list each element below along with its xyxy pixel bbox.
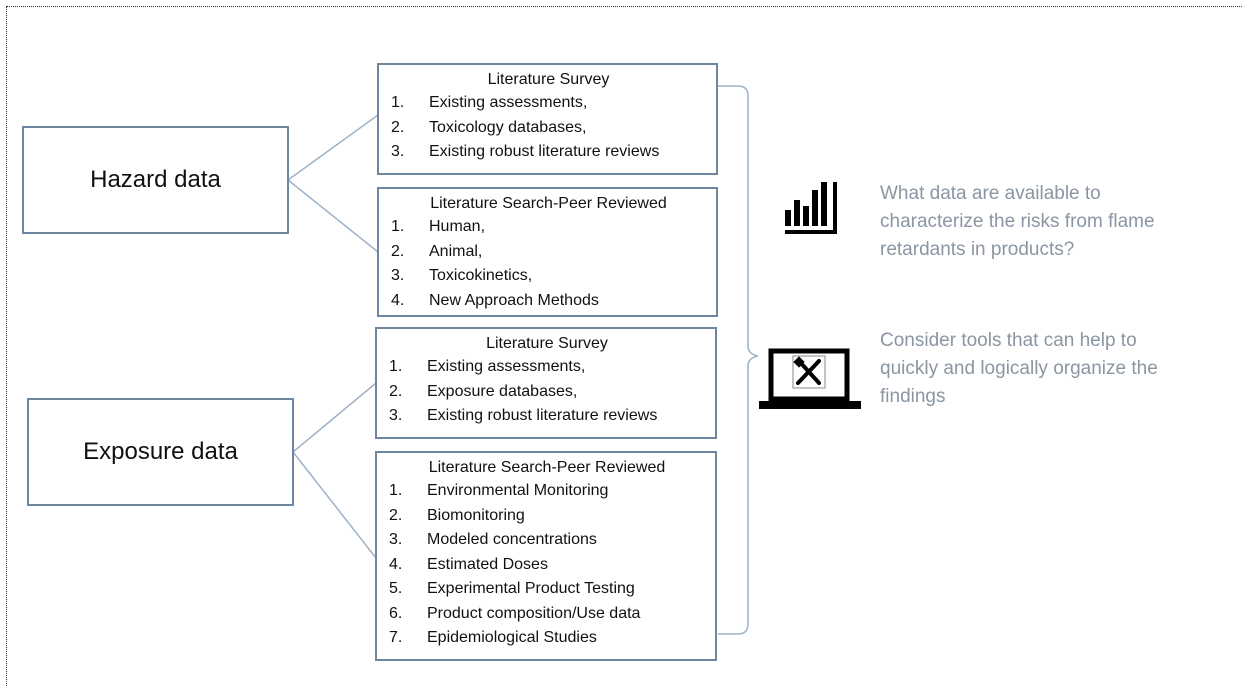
list-item: 1. Environmental Monitoring <box>389 479 705 504</box>
list-item: 2. Toxicology databases, <box>391 116 706 141</box>
exposure-data-label: Exposure data <box>83 438 238 465</box>
list-item-number: 2. <box>391 242 405 260</box>
list-item: 2. Exposure databases, <box>389 380 705 405</box>
list-item-text: Animal, <box>429 242 483 260</box>
list-item: 3. Modeled concentrations <box>389 528 705 553</box>
list-item-number: 2. <box>391 118 405 136</box>
list-item: 1. Human, <box>391 215 706 240</box>
list-item-text: Existing assessments, <box>427 358 586 375</box>
list-item-number: 4. <box>391 291 405 309</box>
hazard-search-list: 1. Human, 2. Animal, 3. Toxicokinetics, 4. New … <box>391 215 706 313</box>
list-item: 6. Product composition/Use data <box>389 602 705 627</box>
exposure-data-box: Exposure data <box>27 398 294 506</box>
list-item-text: Existing assessments, <box>429 94 588 111</box>
list-item-number: 6. <box>389 604 403 622</box>
list-item: 2. Biomonitoring <box>389 504 705 529</box>
list-item: 3. Existing robust literature reviews <box>391 140 706 165</box>
list-item-text: Biomonitoring <box>427 506 525 524</box>
list-item-text: Epidemiological Studies <box>427 629 597 646</box>
list-item-text: Human, <box>429 218 486 235</box>
exposure-survey-connector <box>292 382 377 453</box>
exposure-search-list: 1. Environmental Monitoring 2. Biomonitorin… <box>389 479 705 651</box>
list-item-number: 3. <box>391 267 405 284</box>
list-item: 4. New Approach Methods <box>391 289 706 314</box>
list-item-number: 1. <box>389 358 403 375</box>
list-item-text: Environmental Monitoring <box>427 482 609 499</box>
list-item-number: 4. <box>389 555 403 573</box>
list-item: 5. Experimental Product Testing <box>389 577 705 602</box>
list-item: 1. Existing assessments, <box>391 91 706 116</box>
laptop-tools-icon <box>759 348 861 409</box>
list-item-text: Existing robust literature reviews <box>429 143 660 160</box>
hazard-survey-list: 1. Existing assessments, 2. Toxicology data… <box>391 91 706 165</box>
list-item-text: Exposure databases, <box>427 382 578 400</box>
list-item-text: Modeled concentrations <box>427 531 597 548</box>
list-item-text: Product composition/Use data <box>427 604 641 622</box>
list-item-text: Toxicology databases, <box>429 118 587 136</box>
list-item-number: 7. <box>389 629 403 646</box>
list-item-number: 3. <box>389 531 403 548</box>
list-item-text: Existing robust literature reviews <box>427 407 658 424</box>
list-item-number: 5. <box>389 580 403 597</box>
hazard-literature-search-box: Literature Search-Peer Reviewed 1. Human,… <box>377 187 718 317</box>
list-item-number: 2. <box>389 506 403 524</box>
exposure-literature-survey-box: Literature Survey 1. Existing assessments… <box>375 327 717 439</box>
list-item-number: 1. <box>391 218 405 235</box>
list-item-number: 1. <box>389 482 403 499</box>
hazard-data-box: Hazard data <box>22 126 289 234</box>
list-item-text: New Approach Methods <box>429 291 599 309</box>
tools-question: Consider tools that can help to quickly … <box>880 330 1158 407</box>
exposure-search-title: Literature Search-Peer Reviewed <box>428 459 666 476</box>
list-item: 4. Estimated Doses <box>389 553 705 578</box>
hazard-survey-connector <box>287 114 379 181</box>
hazard-data-label: Hazard data <box>90 166 221 193</box>
list-item: 3. Toxicokinetics, <box>391 264 706 289</box>
list-item-text: Toxicokinetics, <box>429 267 533 284</box>
list-item-number: 1. <box>391 94 405 111</box>
exposure-survey-list: 1. Existing assessments, 2. Exposure databa… <box>389 355 705 429</box>
hazard-search-connector <box>287 179 379 253</box>
list-item-number: 3. <box>389 407 403 424</box>
exposure-survey-title: Literature Survey <box>486 335 608 352</box>
list-item-text: Estimated Doses <box>427 555 548 573</box>
page-frame <box>6 6 1242 686</box>
exposure-search-connector <box>292 451 377 559</box>
list-item: 2. Animal, <box>391 240 706 265</box>
list-item-number: 2. <box>389 382 403 400</box>
hazard-literature-survey-box: Literature Survey 1. Existing assessments… <box>377 63 718 175</box>
list-item: 3. Existing robust literature reviews <box>389 404 705 429</box>
data-availability-question: What data are available to characterize … <box>880 183 1155 260</box>
exposure-literature-search-box: Literature Search-Peer Reviewed 1. Enviro… <box>375 451 717 661</box>
list-item-number: 3. <box>391 143 405 160</box>
right-bracket <box>718 85 759 635</box>
hazard-search-title: Literature Search-Peer Reviewed <box>430 195 667 212</box>
list-item: 7. Epidemiological Studies <box>389 626 705 651</box>
bar-chart-icon <box>785 182 837 234</box>
hazard-survey-title: Literature Survey <box>487 71 610 88</box>
list-item: 1. Existing assessments, <box>389 355 705 380</box>
list-item-text: Experimental Product Testing <box>427 580 635 597</box>
